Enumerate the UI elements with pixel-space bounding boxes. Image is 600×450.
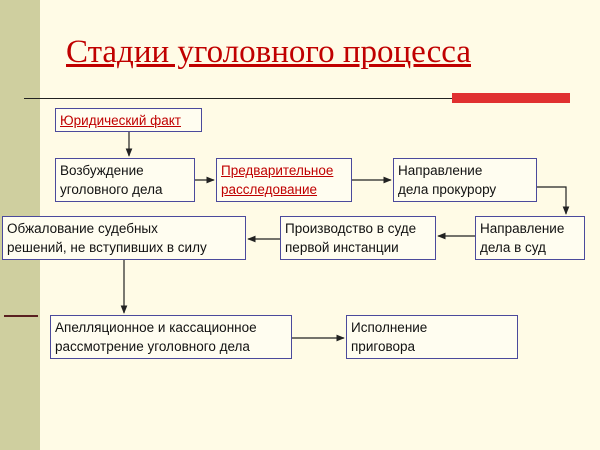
accent-bar	[452, 93, 570, 103]
arrow-prosecutor-to-court	[537, 186, 570, 215]
box-first-instance: Производство в суде первой инстанции	[280, 216, 436, 260]
box-appeal-decisions: Обжалование судебных решений, не вступив…	[2, 216, 246, 260]
box-initiation-label: Возбуждение уголовного дела	[60, 163, 163, 197]
box-execution: Исполнение приговора	[346, 315, 518, 359]
box-execution-label: Исполнение приговора	[351, 320, 428, 354]
box-preliminary-label: Предварительное расследование	[221, 163, 334, 197]
box-appellate-review-label: Апелляционное и кассационное рассмотрени…	[55, 320, 257, 354]
box-appellate-review: Апелляционное и кассационное рассмотрени…	[50, 315, 292, 359]
title-rule	[24, 98, 570, 99]
box-legal-fact-label: Юридический факт	[60, 113, 181, 128]
box-initiation: Возбуждение уголовного дела	[55, 158, 195, 202]
box-to-prosecutor: Направление дела прокурору	[393, 158, 537, 202]
side-marker	[4, 315, 38, 317]
box-legal-fact: Юридический факт	[55, 108, 202, 132]
box-first-instance-label: Производство в суде первой инстанции	[285, 221, 417, 255]
box-to-prosecutor-label: Направление дела прокурору	[398, 163, 497, 197]
box-appeal-decisions-label: Обжалование судебных решений, не вступив…	[7, 221, 207, 255]
slide-title: Стадии уголовного процесса	[66, 34, 471, 70]
box-to-court-label: Направление дела в суд	[480, 221, 565, 255]
box-to-court: Направление дела в суд	[475, 216, 585, 260]
box-preliminary-investigation: Предварительное расследование	[216, 158, 352, 202]
